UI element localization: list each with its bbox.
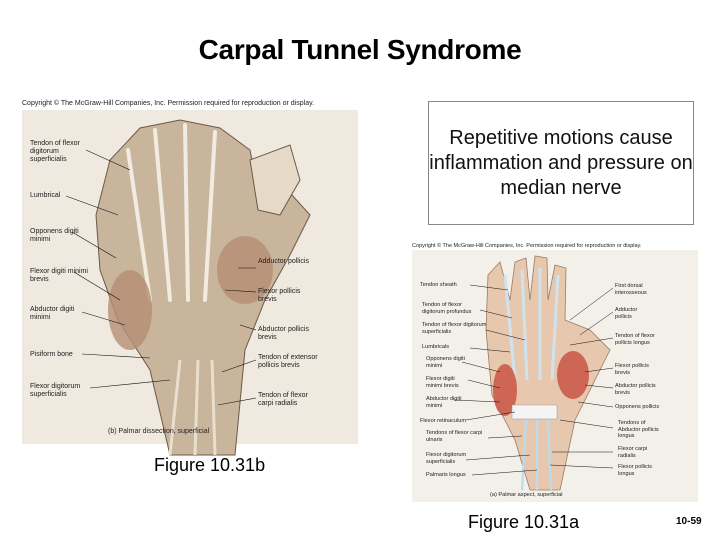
label-adductor-pollicis-a: Adductor pollicis [615, 307, 638, 320]
label-flexor-carpi-radialis-tendon: Tendon of flexor carpi radialis [258, 392, 308, 407]
callout-text: Repetitive motions cause inflammation an… [429, 126, 693, 199]
label-flexor-pollicis-longus: Flexor pollicis longus [618, 464, 652, 477]
label-lumbrical: Lumbrical [30, 192, 61, 199]
figure-b-panel-caption: (b) Palmar dissection, superficial [108, 428, 210, 435]
label-first-dorsal-interosseous: First dorsal interosseous [615, 283, 647, 296]
label-pisiform-bone: Pisiform bone [30, 351, 73, 358]
label-flexor-retinaculum: Flexor retinaculum [420, 418, 467, 424]
copyright-left: Copyright © The McGraw-Hill Companies, I… [22, 100, 315, 107]
label-flexor-digitorum-superficialis-tendon-a: Tendon of flexor digitorum superficialis [422, 322, 487, 335]
label-adductor-pollicis: Adductor pollicis [258, 258, 309, 265]
label-extensor-pollicis-brevis-tendon: Tendon of extensor pollicis brevis [258, 354, 318, 369]
label-abductor-pollicis-brevis-a: Abductor pollicis brevis [615, 383, 656, 396]
label-flexor-digitorum-superficialis-a: Flexor digitorum superficialis [426, 452, 467, 465]
figure-a-panel-caption: (a) Palmar aspect, superficial [490, 492, 563, 498]
page-number: 10-59 [676, 516, 702, 527]
slide-title: Carpal Tunnel Syndrome [198, 34, 522, 65]
label-flexor-digitorum-profundus-tendon: Tendon of flexor digitorum profundus [422, 302, 472, 315]
label-flexor-pollicis-brevis: Flexor pollicis brevis [258, 288, 301, 303]
label-flexor-digitorum-superficialis-tendon: Tendon of flexor digitorum superficialis [30, 140, 80, 163]
label-flexor-carpi-radialis: Flexor carpi radialis [618, 446, 648, 459]
label-flexor-digitorum-superficialis: Flexor digitorum superficialis [30, 383, 81, 398]
label-abductor-digiti-minimi: Abductor digiti minimi [30, 306, 75, 321]
figure-b-caption: Figure 10.31b [154, 455, 266, 475]
label-tendon-sheath: Tendon sheath [420, 282, 457, 288]
label-abductor-pollicis-brevis: Abductor pollicis brevis [258, 326, 309, 341]
label-opponens-digiti-minimi: Opponens digiti minimi [30, 228, 79, 243]
label-palmaris-longus: Palmaris longus [426, 472, 466, 478]
figure-a-caption: Figure 10.31a [468, 512, 580, 532]
copyright-right: Copyright © The McGraw-Hill Companies, I… [412, 243, 642, 249]
label-opponens-digiti-minimi-a: Opponens digiti minimi [426, 356, 465, 369]
label-abductor-digiti-minimi-a: Abductor digiti minimi [426, 396, 462, 409]
callout-box: Repetitive motions cause inflammation an… [428, 101, 694, 225]
label-flexor-digiti-minimi-brevis: Flexor digiti minimi brevis [30, 268, 88, 283]
label-flexor-carpi-ulnaris-tendons: Tendons of flexor carpi ulnaris [426, 430, 483, 443]
label-opponens-pollicis: Opponens pollicis [615, 404, 660, 410]
label-flexor-pollicis-brevis-a: Flexor pollicis brevis [615, 363, 649, 376]
label-lumbricals: Lumbricals [422, 344, 450, 350]
label-flexor-pollicis-longus-tendon: Tendon of flexor pollicis longus [615, 333, 655, 346]
label-abductor-pollicis-longus-tendons: Tendons of Abductor pollicis longus [618, 420, 659, 440]
label-flexor-digiti-minimi-brevis-a: Flexor digiti minimi brevis [426, 376, 459, 389]
